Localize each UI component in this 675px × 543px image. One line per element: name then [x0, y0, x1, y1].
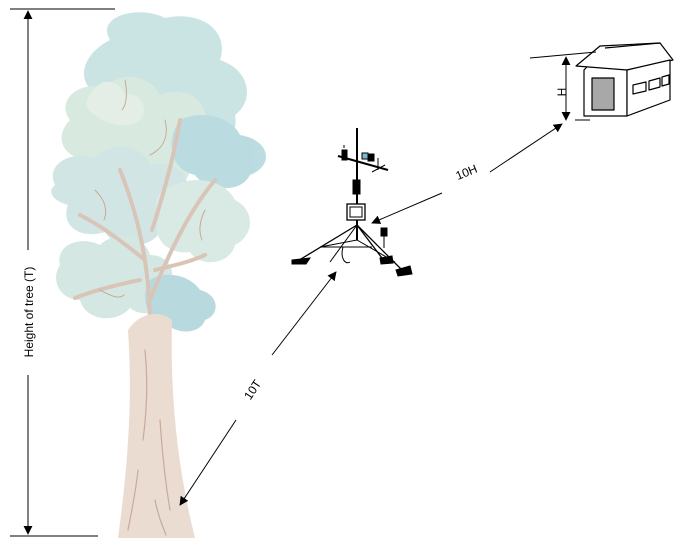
building-height-label: H	[555, 88, 569, 97]
house-icon	[575, 42, 674, 117]
building-height-dimension	[529, 51, 597, 121]
tree-height-label: Height of tree (T)	[22, 267, 36, 358]
distance-building-label: 10H	[454, 162, 480, 183]
tree-foliage	[51, 12, 267, 332]
tree-branches	[73, 118, 217, 332]
distance-tree-label: 10T	[241, 377, 265, 403]
distance-arrow-tree	[179, 271, 337, 506]
tree-trunk	[118, 314, 195, 538]
tree-illustration	[51, 12, 267, 538]
distance-arrow-building	[371, 123, 563, 224]
tree-height-dimension	[10, 8, 115, 537]
house-door	[591, 77, 615, 111]
weather-station-tripod-icon	[291, 128, 413, 277]
